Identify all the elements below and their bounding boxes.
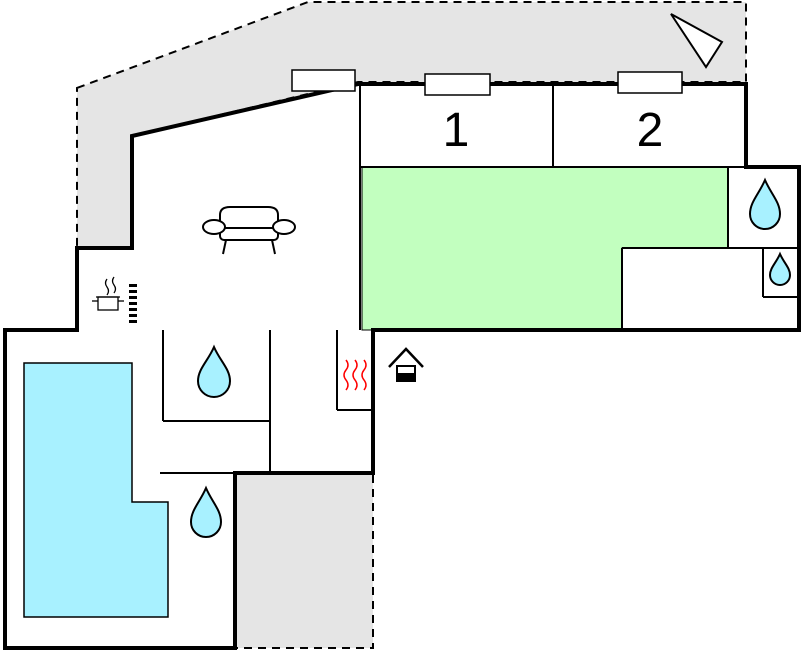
terrace-bottom xyxy=(234,472,374,649)
windows xyxy=(291,69,683,96)
exterior-walls xyxy=(3,82,801,650)
window-icon xyxy=(424,73,491,96)
north-arrow-icon xyxy=(670,13,724,69)
heater-icon xyxy=(343,359,367,391)
interior-walls xyxy=(160,86,799,474)
entrance-icon xyxy=(388,347,424,382)
cooking-pot-icon xyxy=(92,276,124,311)
bedroom-2-label: 2 xyxy=(637,104,664,157)
water-drop-icon xyxy=(196,344,232,398)
stove-burners xyxy=(129,284,137,323)
window-icon xyxy=(617,71,683,94)
water-drop-icon xyxy=(189,485,223,538)
sofa-icon xyxy=(202,206,296,255)
water-drop-icon xyxy=(768,251,792,286)
water-drop-icon xyxy=(748,177,782,230)
pool xyxy=(23,362,169,618)
window-icon xyxy=(291,69,356,92)
bedroom-1-label: 1 xyxy=(443,104,470,157)
